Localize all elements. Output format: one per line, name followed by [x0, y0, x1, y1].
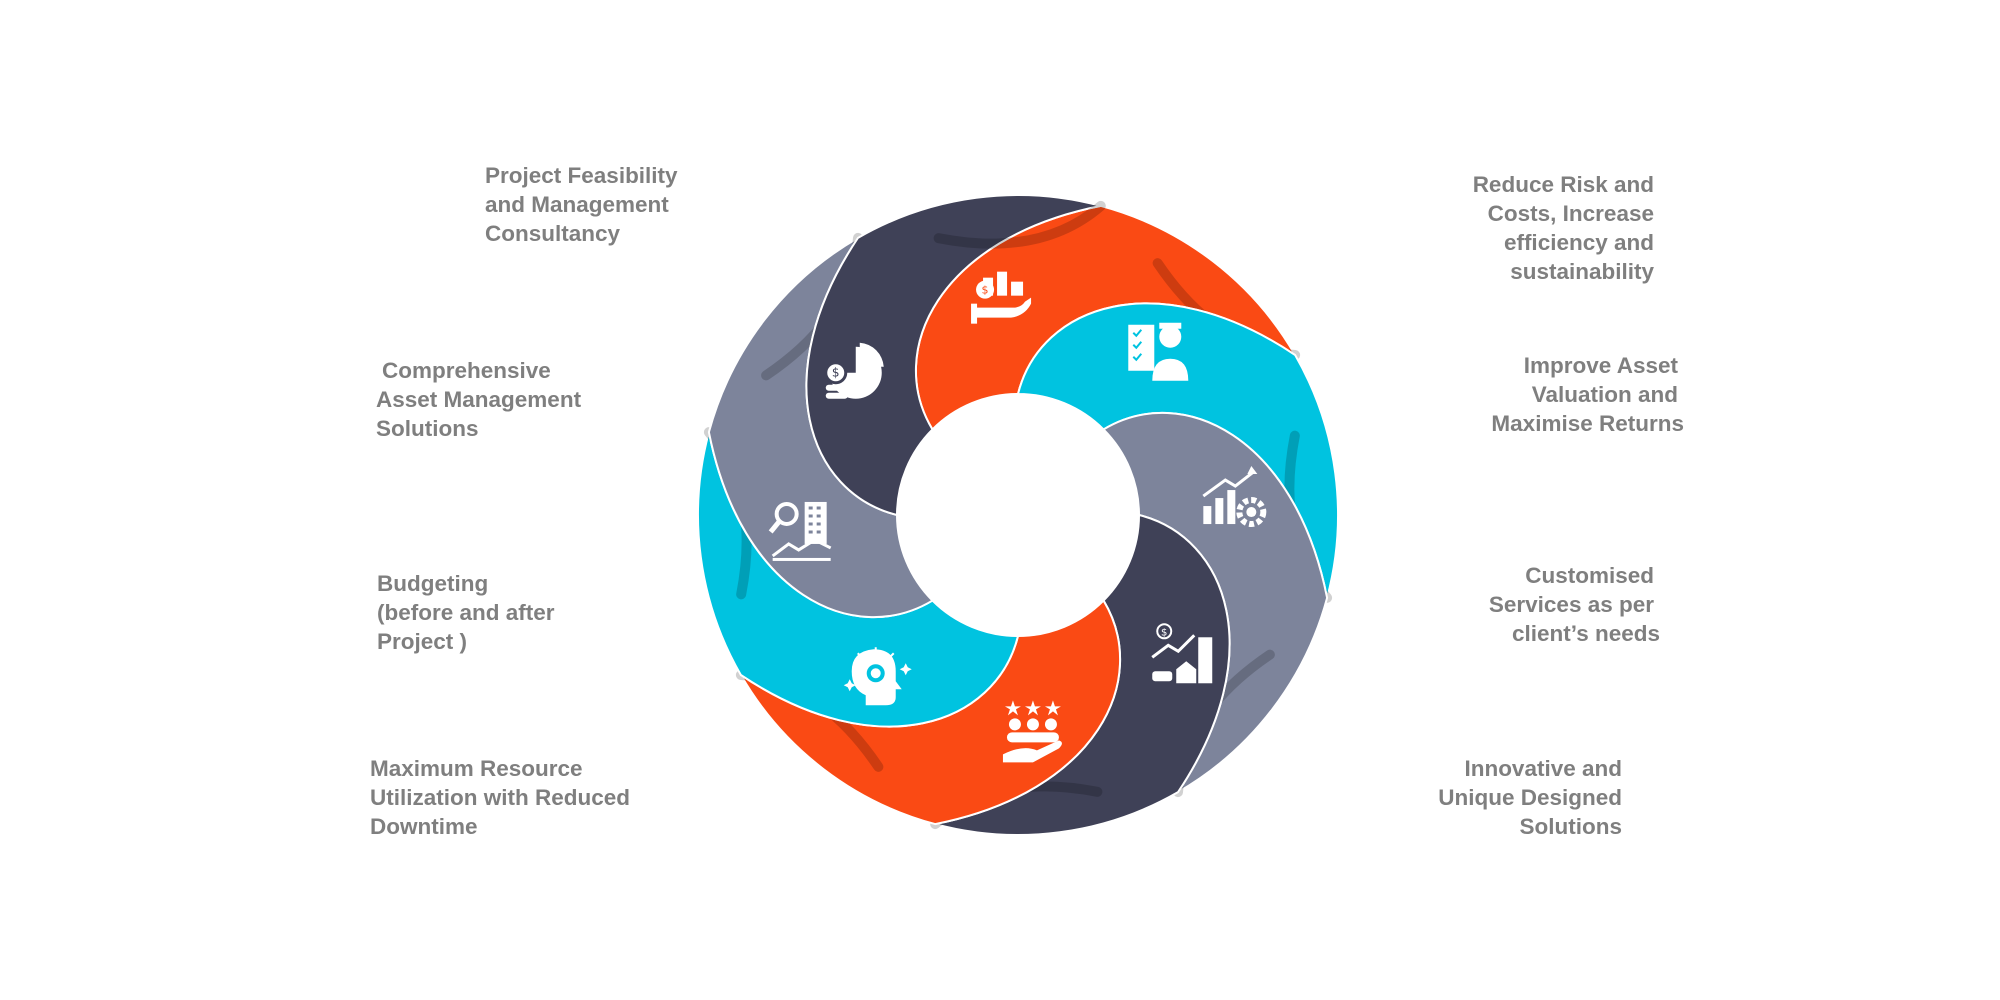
- label-line: Downtime: [370, 814, 478, 839]
- label-line: efficiency and: [1503, 230, 1654, 255]
- svg-text:$: $: [1161, 627, 1167, 638]
- label-line: Costs, Increase: [1487, 201, 1654, 226]
- money-buildings-hand-icon: $: [971, 271, 1032, 324]
- label-budgeting: Budgeting (before and after Project ): [377, 569, 555, 656]
- label-line: Project ): [377, 629, 468, 654]
- team-stars-hand-icon: [1002, 700, 1062, 763]
- label-line: Maximum Resource: [370, 756, 583, 781]
- label-asset-management: Comprehensive Asset Management Solutions: [376, 356, 581, 443]
- label-line: Solutions: [1519, 814, 1623, 839]
- label-line: Utilization with Reduced: [370, 785, 631, 810]
- growth-chart-gear-icon: [1202, 466, 1267, 528]
- wheel-icons: $ $ $: [768, 271, 1267, 763]
- svg-text:$: $: [832, 366, 840, 380]
- label-innovative-solutions: Innovative and Unique Designed Solutions: [1438, 754, 1622, 841]
- label-line: Reduce Risk and: [1472, 172, 1654, 197]
- label-line: Solutions: [376, 416, 479, 441]
- property-search-chart-icon: [768, 501, 832, 561]
- label-line: Project Feasibility: [485, 163, 678, 188]
- label-line: and Management: [485, 192, 669, 217]
- label-reduce-risk: Reduce Risk and Costs, Increase efficien…: [1473, 170, 1654, 286]
- pie-chart-coins-icon: $: [824, 342, 884, 399]
- segment-navy-left-fold: [933, 200, 1106, 249]
- label-customised-services: Customised Services as per client’s need…: [1489, 561, 1660, 648]
- center-hole: [897, 394, 1139, 636]
- label-line: Unique Designed: [1438, 785, 1622, 810]
- label-resource-utilization: Maximum Resource Utilization with Reduce…: [370, 754, 630, 841]
- label-asset-valuation: Improve Asset Valuation and Maximise Ret…: [1491, 351, 1684, 438]
- label-line: Budgeting: [377, 571, 489, 596]
- idea-head-icon: [843, 647, 912, 706]
- svg-text:$: $: [982, 284, 989, 297]
- segment-navy-left: [805, 194, 1102, 517]
- label-line: Valuation and: [1531, 382, 1678, 407]
- label-line: (before and after: [377, 600, 555, 625]
- label-line: Improve Asset: [1523, 353, 1678, 378]
- label-line: Customised: [1525, 563, 1654, 588]
- consultant-checklist-icon: [1128, 322, 1189, 381]
- label-line: client’s needs: [1512, 621, 1660, 646]
- label-line: Consultancy: [485, 221, 621, 246]
- wheel-segments: [697, 194, 1339, 836]
- label-line: Innovative and: [1464, 756, 1622, 781]
- label-project-feasibility: Project Feasibility and Management Consu…: [485, 161, 678, 248]
- label-line: sustainability: [1510, 259, 1654, 284]
- label-line: Maximise Returns: [1491, 411, 1684, 436]
- label-line: Comprehensive: [382, 358, 551, 383]
- label-line: Asset Management: [376, 387, 582, 412]
- label-line: Services as per: [1488, 592, 1654, 617]
- real-estate-growth-icon: $: [1151, 623, 1213, 684]
